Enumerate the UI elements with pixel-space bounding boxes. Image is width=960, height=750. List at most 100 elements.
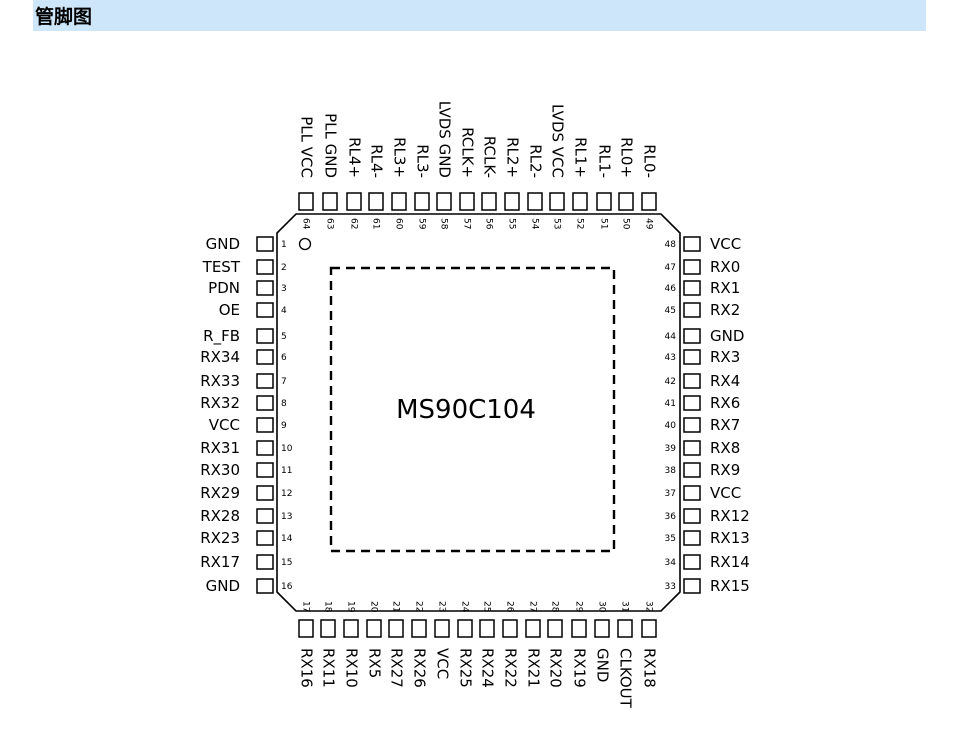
pin-42-label: RX4 [710,372,740,390]
pin-55-label: RL2+ [504,137,522,178]
pin-6-pad [256,349,274,365]
pin-30-number: 30 [597,601,607,613]
pin-56-pad [481,192,497,211]
pin-47-pad [683,259,701,275]
pin-17-pad [298,619,314,638]
pin-51-number: 51 [599,218,609,229]
pin-13-number: 13 [281,512,292,522]
pin-44-pad [683,328,701,344]
pin-60-label: RL3+ [391,137,409,178]
pin-17-label: RX16 [298,648,316,688]
section-title: 管脚图 [35,6,93,28]
pin-1-pad [256,236,274,252]
pin-46-number: 46 [665,284,677,294]
pin-28-pad [547,619,563,638]
pin-17-number: 17 [301,601,311,612]
pin-59-label: RL3- [414,144,432,178]
pin-45-number: 45 [665,306,676,316]
die-outline [329,266,616,553]
pin-57-label: RCLK+ [459,127,477,178]
pin-61-pad [368,192,384,211]
pin-53-number: 53 [552,218,562,229]
pin-15-label: RX17 [200,553,240,571]
pin-52-label: RL1+ [572,137,590,178]
pin-36-pad [683,508,701,524]
pin-64-label: PLL VCC [298,116,316,178]
pin-25-label: RX24 [479,648,497,688]
pin-3-number: 3 [281,284,287,294]
pin-25-pad [479,619,495,638]
pin-49-label: RL0- [641,144,659,178]
pin-40-number: 40 [665,421,677,431]
pin-51-label: RL1- [596,144,614,178]
pin-1-number: 1 [281,240,287,250]
pin-19-number: 19 [346,601,356,613]
pin-5-label: R_FB [203,327,240,346]
pin-18-label: RX11 [320,648,338,688]
pin-35-label: RX13 [710,529,750,547]
pin-52-number: 52 [575,218,585,229]
pin-4-number: 4 [281,306,287,316]
pin-31-number: 31 [620,601,630,612]
pin-16-label: GND [206,577,240,595]
pin-62-number: 62 [349,218,359,229]
pin-61-number: 61 [371,218,381,229]
pin-58-label: LVDS GND [436,101,454,178]
pin-63-number: 63 [325,218,335,229]
pin-46-pad [683,280,701,296]
pin-2-label: TEST [202,258,241,276]
pin-39-label: RX8 [710,439,740,457]
pin-41-pad [683,395,701,411]
pin-37-label: VCC [710,484,741,502]
pin-8-pad [256,395,274,411]
pin-41-label: RX6 [710,394,740,412]
pin-29-label: RX19 [571,648,589,688]
pin-58-number: 58 [439,218,449,230]
pin-29-number: 29 [574,601,584,613]
pin-6-label: RX34 [200,348,240,366]
pin-41-number: 41 [665,399,676,409]
pin-16-number: 16 [281,582,293,592]
pin-2-number: 2 [281,263,287,273]
pin-24-pad [457,619,473,638]
pin-24-label: RX25 [457,648,475,688]
pin-33-label: RX15 [710,577,750,595]
pin-26-pad [502,619,518,638]
pin-53-label: LVDS VCC [549,104,567,178]
pin-34-number: 34 [665,558,677,568]
pin1-marker [298,237,312,251]
pin-11-label: RX30 [200,461,240,479]
pin-7-pad [256,373,274,389]
pin-57-number: 57 [462,218,472,229]
pin-64-pad [298,192,314,211]
pin-44-label: GND [710,327,744,345]
pin-46-label: RX1 [710,279,740,297]
pin-32-label: RX18 [641,648,659,688]
pin-40-label: RX7 [710,416,740,434]
pin-2-pad [256,259,274,275]
pin-34-pad [683,554,701,570]
pin-33-number: 33 [665,582,676,592]
pin-13-pad [256,508,274,524]
pin-3-pad [256,280,274,296]
pin-10-label: RX31 [200,439,240,457]
pin-36-number: 36 [665,512,677,522]
pin-60-number: 60 [394,218,404,230]
pin-63-label: PLL GND [322,113,340,178]
pin-64-number: 64 [301,218,311,230]
pin-7-label: RX33 [200,372,240,390]
pin-42-number: 42 [665,377,676,387]
pin-8-label: RX32 [200,394,240,412]
pin-51-pad [596,192,612,211]
pin-38-label: RX9 [710,461,740,479]
pin-39-number: 39 [665,444,677,454]
pin-62-label: RL4+ [346,137,364,178]
pin-18-pad [320,619,336,638]
pin-9-label: VCC [209,416,240,434]
pin-11-number: 11 [281,466,292,476]
pin-13-label: RX28 [200,507,240,525]
pin-8-number: 8 [281,399,287,409]
pin-16-pad [256,578,274,594]
pin-3-label: PDN [208,279,240,297]
